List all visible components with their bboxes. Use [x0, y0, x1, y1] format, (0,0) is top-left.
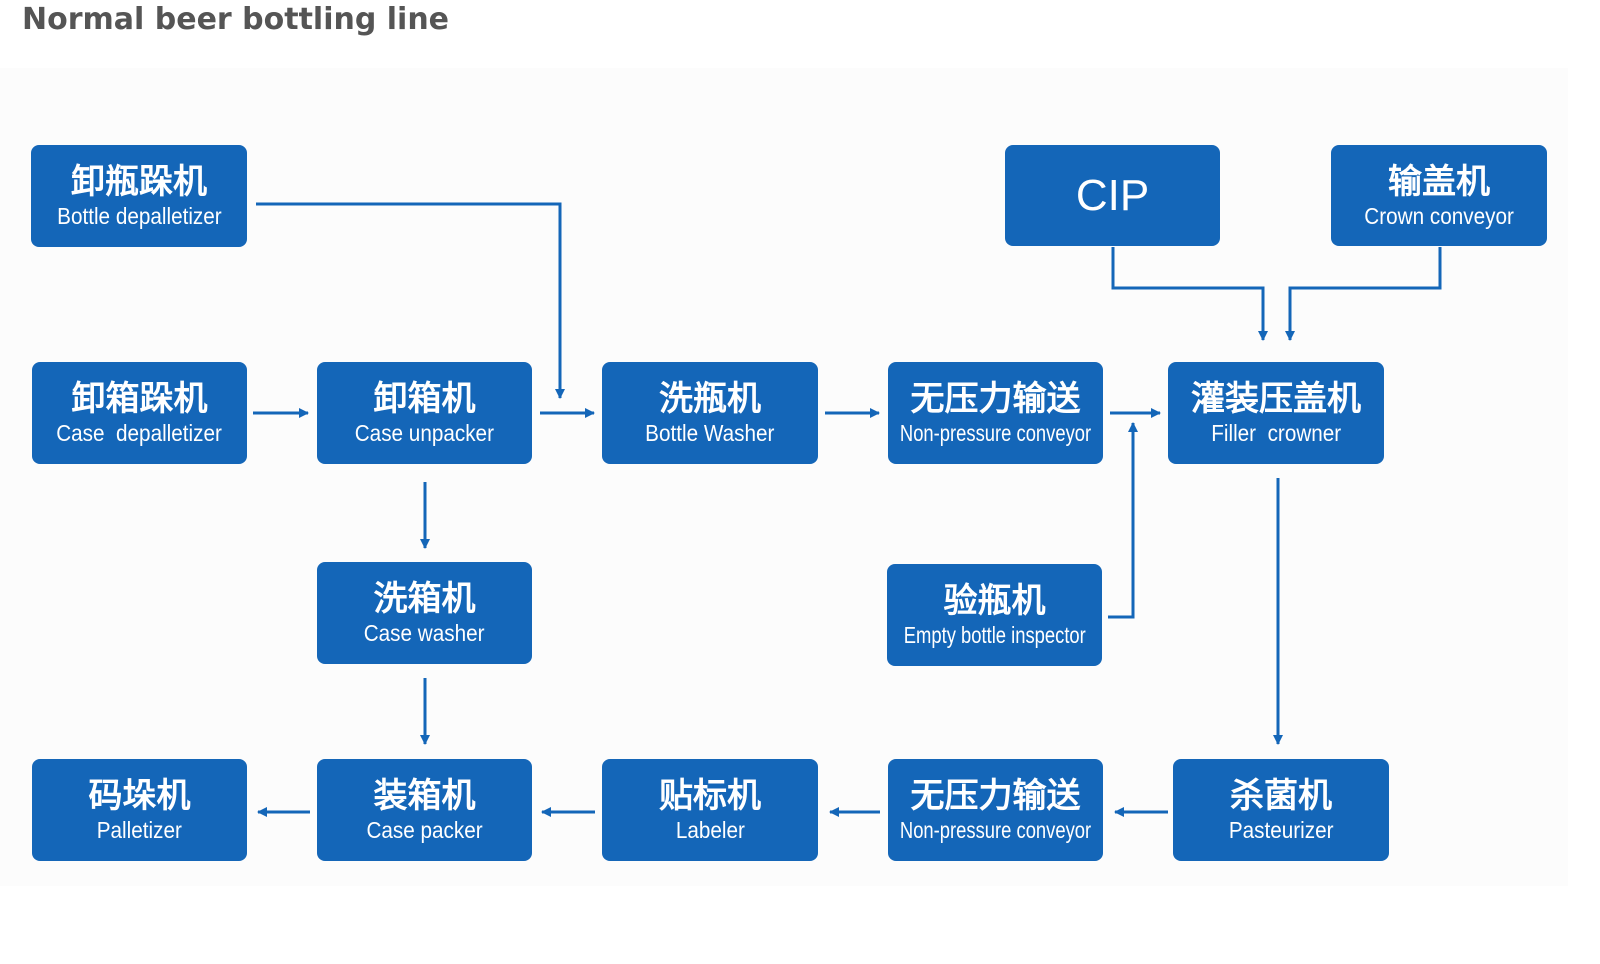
node-label-zh: 无压力输送 [910, 379, 1081, 419]
node-label-en: Non-pressure conveyor [899, 817, 1092, 843]
node-label-zh: 卸箱机 [373, 379, 476, 419]
node-label-en: Case packer [366, 817, 483, 843]
node-label-en: Pasteurizer [1228, 817, 1334, 843]
node-label-zh: 码垛机 [88, 776, 191, 816]
node-label-en: Case washer [364, 620, 485, 646]
node-bottle-depalletizer: 卸瓶跺机 Bottle depalletizer [31, 145, 247, 247]
node-label-zh: 卸箱跺机 [71, 379, 208, 419]
node-case-washer: 洗箱机 Case washer [317, 562, 532, 664]
node-label-en: Non-pressure conveyor [899, 420, 1092, 446]
connector-empty-bottle-inspector-to-filler [1108, 422, 1138, 619]
node-label-en: Bottle depalletizer [56, 203, 222, 229]
connector-crown-conveyor-to-filler-crowner [1285, 247, 1442, 341]
node-non-pressure-conveyor-1: 无压力输送 Non-pressure conveyor [888, 362, 1103, 464]
node-label-zh: 贴标机 [659, 776, 761, 816]
node-label: CIP [1075, 170, 1150, 220]
node-case-packer: 装箱机 Case packer [317, 759, 532, 861]
node-label-zh: 卸瓶跺机 [71, 162, 207, 202]
node-filler-crowner: 灌装压盖机 Filler crowner [1168, 362, 1384, 464]
node-crown-conveyor: 输盖机 Crown conveyor [1331, 145, 1547, 246]
node-labeler: 贴标机 Labeler [602, 759, 818, 861]
node-label-zh: 灌装压盖机 [1191, 379, 1361, 419]
node-label-en: Labeler [675, 817, 745, 843]
page-title: Normal beer bottling line [22, 2, 450, 37]
connector-bottle-depalletizer-to-bottle-washer [256, 202, 565, 399]
node-label-zh: 无压力输送 [910, 776, 1081, 816]
node-palletizer: 码垛机 Palletizer [32, 759, 247, 861]
node-pasteurizer: 杀菌机 Pasteurizer [1173, 759, 1389, 861]
node-label-zh: 洗箱机 [373, 579, 476, 619]
node-label-en: Crown conveyor [1364, 202, 1514, 229]
node-case-unpacker: 卸箱机 Case unpacker [317, 362, 532, 464]
node-non-pressure-conveyor-2: 无压力输送 Non-pressure conveyor [888, 759, 1103, 861]
node-label-zh: 装箱机 [373, 776, 476, 816]
node-label-en: Bottle Washer [645, 420, 775, 446]
node-label-zh: 洗瓶机 [659, 379, 761, 419]
node-bottle-washer: 洗瓶机 Bottle Washer [602, 362, 818, 464]
node-empty-bottle-inspector: 验瓶机 Empty bottle inspector [887, 564, 1102, 666]
node-label-en: Palletizer [96, 817, 183, 843]
node-label-en: Case depalletizer [56, 420, 223, 446]
node-case-depalletizer: 卸箱跺机 Case depalletizer [32, 362, 247, 464]
connector-cip-to-filler-crowner [1111, 247, 1268, 341]
node-label-en: Filler crowner [1211, 420, 1341, 446]
node-label-zh: 杀菌机 [1230, 776, 1332, 816]
node-label-en: Empty bottle inspector [903, 622, 1086, 648]
node-label-zh: 验瓶机 [943, 581, 1046, 621]
node-label-en: Case unpacker [354, 420, 495, 446]
node-cip: CIP [1005, 145, 1220, 246]
node-label-zh: 输盖机 [1388, 161, 1490, 202]
